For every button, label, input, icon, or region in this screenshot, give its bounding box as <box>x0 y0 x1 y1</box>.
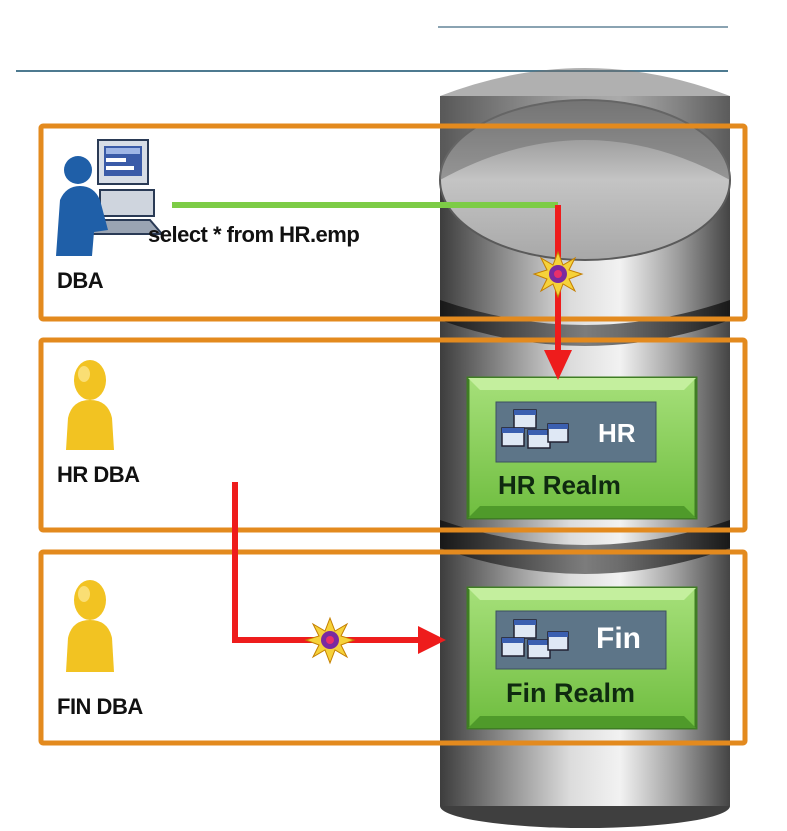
query-label: select * from HR.emp <box>148 222 360 247</box>
zone-dba <box>38 123 748 322</box>
header-rule-top <box>438 26 728 28</box>
blocked-burst-dba <box>532 250 584 299</box>
dba-user-icon <box>56 139 165 256</box>
dba-label: DBA <box>57 268 104 293</box>
fin-dba-label: FIN DBA <box>57 694 143 719</box>
hr-realm-name: HR Realm <box>498 470 621 500</box>
hr-dba-label: HR DBA <box>57 462 140 487</box>
fin-realm-name: Fin Realm <box>506 678 636 708</box>
fin-tables-icon <box>501 619 569 659</box>
hr-dba-arrow <box>232 482 422 643</box>
zone-hr-dba <box>38 337 748 533</box>
hr-realm-short: HR <box>598 418 636 448</box>
blocked-burst-hr-dba <box>304 616 356 665</box>
zone-fin-dba <box>38 549 748 746</box>
fin-dba-person-icon <box>66 580 114 672</box>
fin-realm-short: Fin <box>596 622 641 655</box>
hr-tables-icon <box>501 409 569 449</box>
header-rule <box>16 70 728 72</box>
hr-dba-person-icon <box>66 360 114 450</box>
